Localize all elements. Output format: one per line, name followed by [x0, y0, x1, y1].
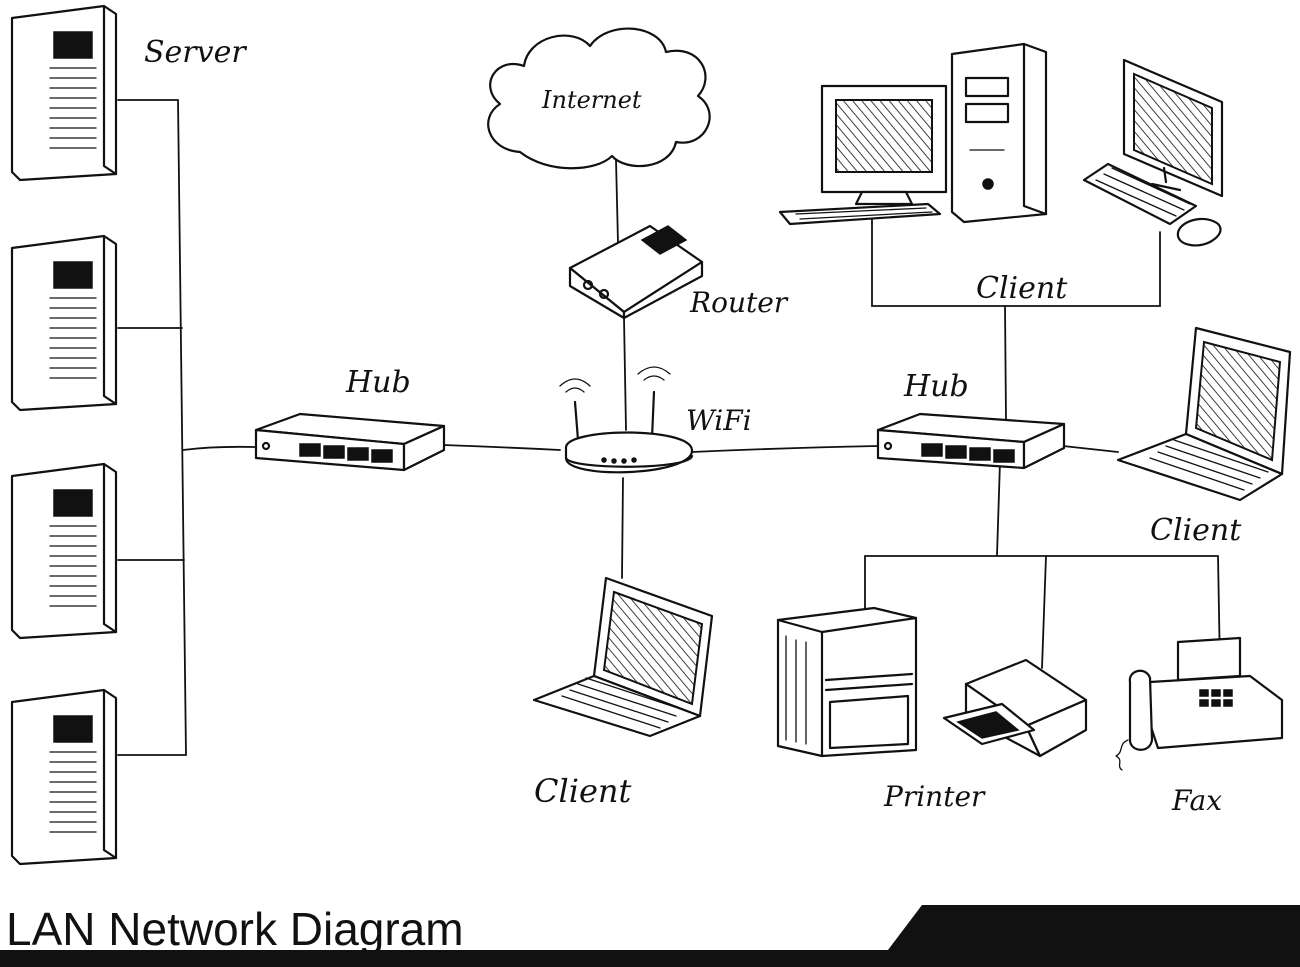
- server-tower-3: [10, 462, 118, 640]
- wire-wifi-hub-right: [691, 445, 879, 453]
- wire-printer2: [1041, 555, 1047, 669]
- hub-right-icon: [876, 412, 1066, 470]
- wire-internet-router: [615, 159, 619, 244]
- server-tower-2: [10, 234, 118, 412]
- fax-machine-icon: [1115, 636, 1284, 771]
- desktop-tower-icon: [950, 42, 1048, 224]
- label-wifi: WiFi: [686, 404, 752, 437]
- server-tower-4: [10, 688, 118, 866]
- server-tower-1: [10, 4, 118, 182]
- wire-bus-hub-left: [182, 445, 256, 451]
- hub-left-icon: [254, 412, 446, 472]
- server-bus-line: [177, 99, 187, 756]
- label-hub-right: Hub: [903, 369, 969, 404]
- wire-router-wifi: [623, 317, 627, 431]
- connections: [117, 99, 1221, 756]
- desktop-computer-icon: [778, 84, 948, 226]
- wire-hub-right-up: [1004, 305, 1007, 421]
- label-server: Server: [144, 35, 247, 70]
- laptop-center-icon: [532, 576, 714, 738]
- label-client-desktops: Client: [976, 271, 1068, 306]
- label-router: Router: [689, 286, 789, 319]
- label-internet: Internet: [541, 86, 642, 114]
- laser-printer-icon: [776, 606, 918, 758]
- wifi-router-icon: [559, 366, 694, 474]
- internet-cloud-icon: [487, 27, 711, 170]
- label-printer: Printer: [883, 780, 986, 813]
- wire-hub-right-down: [996, 461, 1001, 556]
- wire-hub-left-wifi: [442, 444, 561, 451]
- router-icon: [568, 224, 704, 320]
- wire-peripherals-bus: [864, 555, 1221, 669]
- label-fax: Fax: [1171, 784, 1222, 817]
- title-bar: [0, 905, 1300, 967]
- wire-client-desktops: [871, 219, 1161, 307]
- label-hub-left: Hub: [345, 365, 411, 400]
- label-client-laptop-center: Client: [534, 772, 632, 810]
- diagram-title: LAN Network Diagram: [6, 903, 464, 955]
- label-client-laptop-right: Client: [1150, 513, 1242, 548]
- inkjet-printer-icon: [942, 658, 1088, 758]
- laptop-right-icon: [1116, 326, 1292, 502]
- wire-hub-right-laptop: [1062, 445, 1119, 453]
- wire-wifi-laptop: [621, 477, 624, 579]
- flat-monitor-icon: [1082, 58, 1224, 247]
